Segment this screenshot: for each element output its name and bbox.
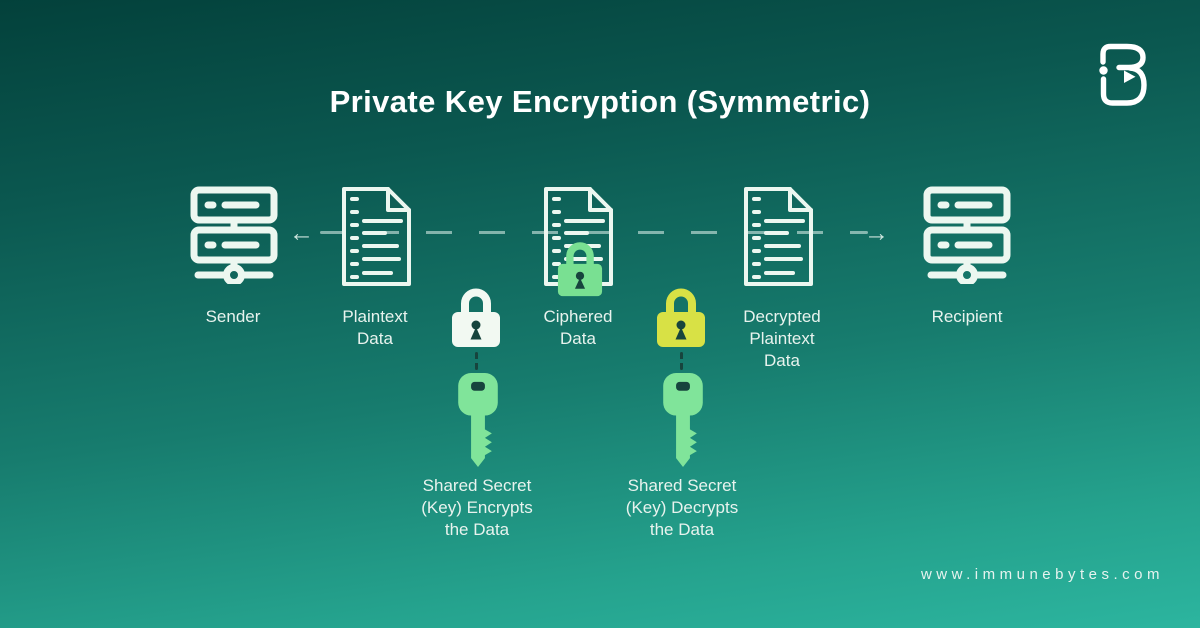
- immunebytes-logo-icon: [1099, 43, 1147, 106]
- key-icon-encrypt: [458, 372, 498, 468]
- padlock-icon-encrypt: [452, 288, 500, 347]
- label-decrypted: Decrypted Plaintext Data: [743, 307, 821, 370]
- label-decrypt-key: Shared Secret (Key) Decrypts the Data: [625, 476, 739, 539]
- label-sender: Sender: [205, 307, 261, 326]
- page-title: Private Key Encryption (Symmetric): [329, 84, 871, 119]
- label-recipient: Recipient: [931, 307, 1003, 326]
- label-plaintext: Plaintext Data: [342, 307, 408, 348]
- document-icon-ciphered: [544, 187, 613, 286]
- arrow-right-icon: →: [864, 219, 889, 247]
- document-icon-plaintext: [342, 187, 411, 286]
- flow-dashed-line: [320, 231, 868, 234]
- website-url: www.immunebytes.com: [920, 566, 1164, 583]
- server-icon-recipient: [923, 186, 1011, 284]
- server-icon-sender: [190, 186, 278, 284]
- lock-key-connector: [680, 352, 683, 370]
- key-icon-decrypt: [663, 372, 703, 468]
- label-encrypt-key: Shared Secret (Key) Encrypts the Data: [421, 476, 533, 539]
- lock-icon-on-ciphered: [557, 242, 603, 297]
- arrow-left-icon: ←: [289, 219, 314, 247]
- padlock-icon-decrypt: [657, 288, 705, 347]
- document-icon-decrypted: [744, 187, 813, 286]
- lock-key-connector: [475, 352, 478, 370]
- label-ciphered: Ciphered Data: [543, 307, 613, 348]
